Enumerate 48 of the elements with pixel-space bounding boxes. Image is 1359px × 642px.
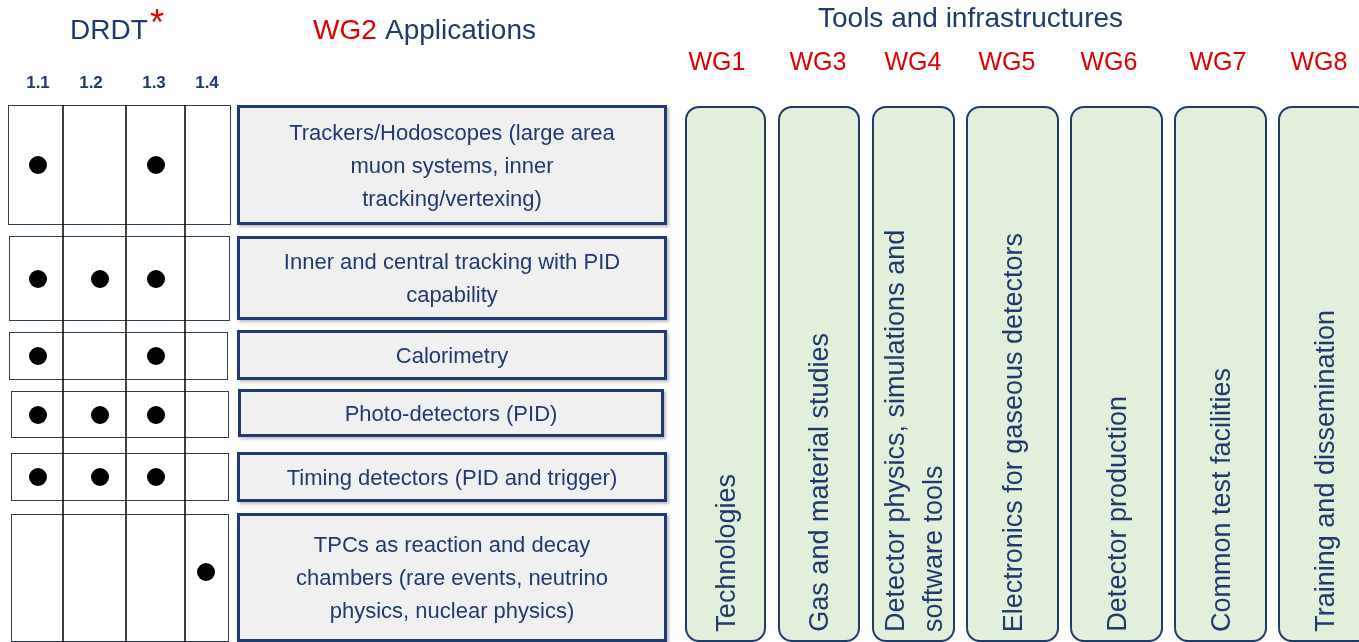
working-group-box (1174, 106, 1267, 642)
asterisk: * (150, 2, 164, 44)
working-group-box (1070, 106, 1163, 642)
group-code: WG8 (1290, 47, 1348, 76)
column-header: 1.2 (79, 73, 103, 93)
working-group-box (778, 106, 860, 642)
working-group-box (1278, 106, 1359, 642)
vertical-label: Detector production (1100, 396, 1133, 632)
box-label: TPCs as reaction and decay chambers (rare events, neutrino physics, nuclear physics) (295, 531, 609, 625)
vertical-label: Common test facilities (1204, 367, 1237, 632)
box-label: Trackers/Hodoscopes (large area muon systems, inner tracking/vertexing) (288, 118, 616, 213)
application-box (237, 452, 667, 502)
matrix-row (8, 105, 231, 225)
group-code: WG5 (978, 47, 1036, 76)
heading: Tools and infrastructures (818, 2, 1124, 34)
group-code: WG2 (313, 14, 377, 46)
application-box (237, 236, 667, 320)
column-header: 1.3 (142, 73, 166, 93)
box-label: Calorimetry (394, 341, 510, 370)
working-group-box (685, 106, 766, 642)
vertical-label: Training and dissemination (1308, 310, 1341, 632)
heading: DRDT (70, 14, 148, 46)
vertical-label: Electronics for gaseous detectors (996, 232, 1029, 632)
group-code: WG1 (688, 47, 746, 76)
matrix-row (11, 453, 229, 501)
matrix-row (9, 236, 230, 321)
group-code: WG4 (884, 47, 942, 76)
box-label: Timing detectors (PID and trigger) (285, 463, 619, 492)
group-code: WG7 (1189, 47, 1247, 76)
group-code: WG6 (1080, 47, 1138, 76)
column-header: 1.1 (26, 73, 50, 93)
vertical-label: Detector physics, simulations and software tools (878, 228, 949, 632)
application-box (237, 330, 667, 380)
heading: Applications (385, 14, 536, 46)
application-box (237, 105, 667, 225)
matrix-row (11, 391, 229, 438)
matrix-row (9, 332, 228, 380)
column-header: 1.4 (195, 73, 219, 93)
group-code: WG3 (789, 47, 847, 76)
working-group-box (872, 106, 955, 642)
matrix-row (11, 514, 229, 642)
box-label: Inner and central tracking with PID capability (282, 248, 622, 309)
box-label: Photo-detectors (PID) (343, 399, 559, 428)
application-box (238, 389, 664, 437)
vertical-label: Technologies (709, 474, 742, 632)
vertical-label: Gas and material studies (803, 333, 835, 632)
working-group-box (966, 106, 1059, 642)
application-box (237, 513, 667, 642)
